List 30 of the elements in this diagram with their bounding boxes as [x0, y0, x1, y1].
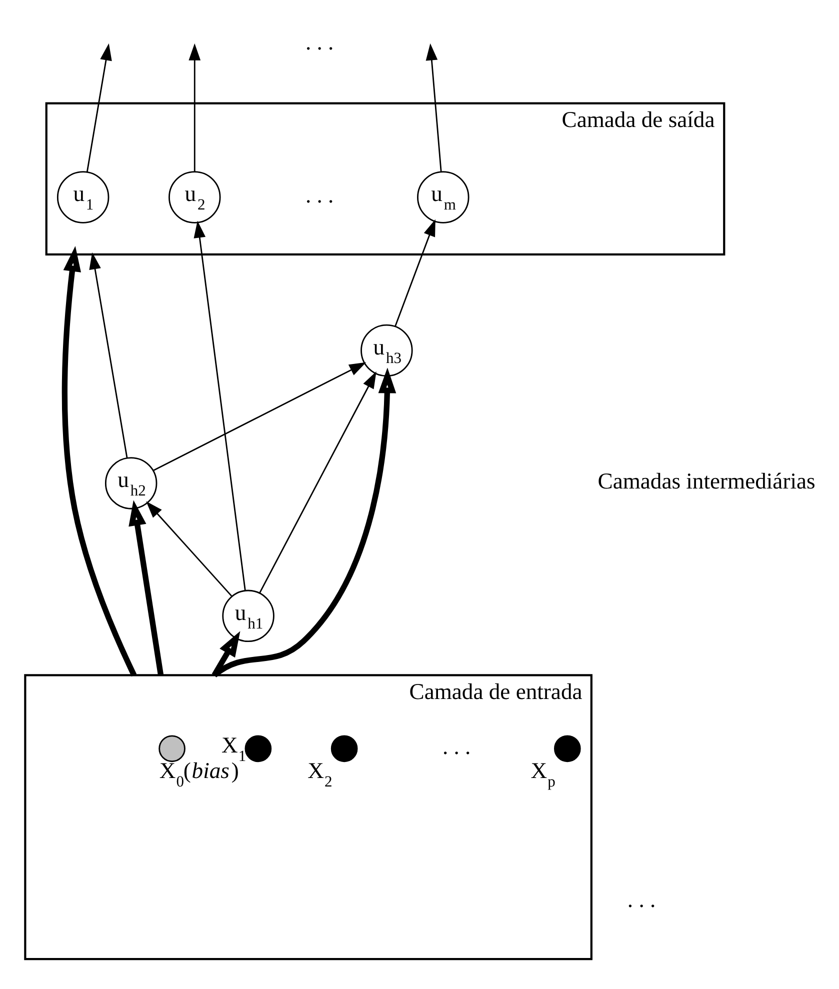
arrow: [394, 219, 436, 326]
node-circle: u$_{m}$: [417, 171, 470, 224]
arrow: [212, 631, 240, 677]
arrow: [194, 220, 246, 590]
node-circle: [554, 735, 581, 762]
node-circle: u$_{1}$: [56, 171, 110, 224]
arrow: [62, 246, 137, 676]
label: . . .: [305, 182, 334, 208]
node-circle: u$_{2}$: [168, 171, 221, 224]
arrow: [146, 501, 232, 596]
arrow: [153, 362, 366, 472]
arrow: [89, 252, 128, 458]
node-circle: u$_{h3}$: [360, 324, 413, 377]
node-label: X$_{p}$: [530, 758, 556, 791]
node-circle: [244, 735, 272, 762]
arrow: [426, 43, 442, 172]
label: . . .: [627, 887, 656, 912]
arrow: [86, 43, 112, 172]
node-circle: [158, 735, 186, 762]
node-circle: u$_{h1}$: [222, 590, 274, 642]
arrow: [259, 371, 376, 594]
arrow: [212, 368, 396, 678]
label: Camadas intermediárias: [598, 468, 816, 494]
node-label: X$_{2}$: [308, 758, 332, 791]
arrow: [188, 43, 201, 172]
label: . . .: [305, 29, 334, 54]
arrow: [128, 500, 164, 676]
node-circle: u$_{h2}$: [104, 457, 158, 510]
label: . . .: [442, 734, 471, 760]
node-circle: [330, 735, 358, 762]
